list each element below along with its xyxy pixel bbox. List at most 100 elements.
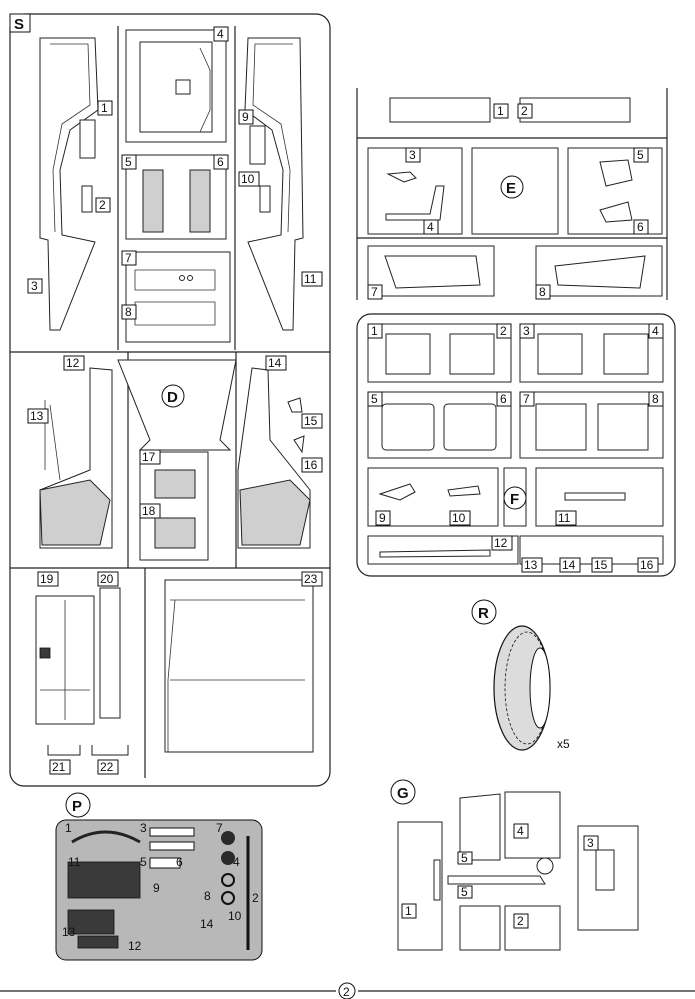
- svg-text:16: 16: [304, 458, 318, 472]
- svg-text:6: 6: [637, 220, 644, 234]
- svg-text:7: 7: [125, 251, 132, 265]
- svg-text:11: 11: [68, 855, 81, 869]
- svg-text:3: 3: [140, 821, 147, 835]
- lever-part: [385, 185, 445, 221]
- svg-text:1: 1: [371, 324, 378, 338]
- sprue-p-label: P: [72, 798, 82, 815]
- sprue-e-part-numbers: 1 2 3 4 5 6 7 8: [367, 103, 649, 300]
- sprue-r-label: R: [478, 605, 489, 622]
- svg-text:13: 13: [62, 925, 76, 939]
- svg-text:8: 8: [125, 305, 132, 319]
- svg-text:5: 5: [125, 155, 132, 169]
- svg-text:2: 2: [99, 198, 106, 212]
- svg-text:4: 4: [217, 27, 224, 41]
- sprue-f: F 1 2 3 4 5 6 7 8 9 10 11 12 13 14 15 16: [356, 313, 676, 577]
- svg-text:10: 10: [452, 511, 466, 525]
- sprue-e: E 1 2 3 4 5 6 7 8: [356, 88, 668, 300]
- svg-text:4: 4: [517, 824, 524, 838]
- sprue-f-label: F: [510, 491, 519, 508]
- svg-text:4: 4: [427, 220, 434, 234]
- svg-text:9: 9: [242, 110, 249, 124]
- svg-text:13: 13: [524, 558, 538, 572]
- svg-text:21: 21: [52, 760, 66, 774]
- svg-text:2: 2: [500, 324, 507, 338]
- tire-part-r: R x5: [471, 599, 570, 751]
- svg-text:5: 5: [140, 855, 147, 869]
- tire-quantity: x5: [557, 737, 570, 751]
- svg-text:18: 18: [142, 504, 156, 518]
- svg-text:14: 14: [200, 917, 214, 931]
- svg-text:3: 3: [523, 324, 530, 338]
- sprue-g-part-numbers: 1 2 3 4 5 5: [401, 823, 599, 929]
- page-number: 2: [343, 985, 350, 999]
- sprue-s-label: S: [14, 16, 24, 33]
- svg-text:5: 5: [637, 148, 644, 162]
- svg-text:16: 16: [640, 558, 654, 572]
- part-e1: [389, 97, 491, 123]
- svg-text:5: 5: [371, 392, 378, 406]
- door-glass-part: [459, 793, 501, 861]
- svg-text:7: 7: [371, 285, 378, 299]
- svg-text:8: 8: [204, 889, 211, 903]
- panel-part: [81, 185, 93, 213]
- svg-text:9: 9: [379, 511, 386, 525]
- svg-text:14: 14: [268, 356, 282, 370]
- svg-text:12: 12: [494, 536, 508, 550]
- panel-part: [259, 185, 271, 213]
- rail-part-20: [99, 587, 121, 719]
- sprue-s-label-box: [9, 13, 31, 33]
- svg-text:1: 1: [497, 104, 504, 118]
- part-e2: [519, 97, 631, 123]
- sprue-d-label: D: [167, 389, 178, 406]
- svg-text:5: 5: [461, 851, 468, 865]
- sprue-f-part-numbers: 1 2 3 4 5 6 7 8 9 10 11 12 13 14 15 16: [367, 323, 664, 573]
- clear-parts-sprue-g: G 1 2 3 4 5 5: [390, 779, 639, 951]
- svg-text:14: 14: [562, 558, 576, 572]
- svg-text:10: 10: [241, 172, 255, 186]
- panel-part: [249, 125, 266, 165]
- svg-text:4: 4: [652, 324, 659, 338]
- svg-text:6: 6: [217, 155, 224, 169]
- canopy-part-23: [164, 579, 314, 753]
- svg-text:3: 3: [31, 279, 38, 293]
- svg-text:23: 23: [304, 572, 318, 586]
- svg-text:5: 5: [461, 885, 468, 899]
- sprue-g-label: G: [397, 785, 409, 802]
- panel-7-8-part: [125, 251, 231, 343]
- seat-rails-part: [125, 154, 227, 240]
- svg-text:8: 8: [539, 285, 546, 299]
- svg-text:20: 20: [100, 572, 114, 586]
- svg-text:7: 7: [523, 392, 530, 406]
- svg-text:3: 3: [587, 836, 594, 850]
- svg-text:1: 1: [405, 904, 412, 918]
- svg-text:8: 8: [652, 392, 659, 406]
- svg-text:6: 6: [176, 855, 183, 869]
- svg-text:19: 19: [40, 572, 54, 586]
- svg-text:15: 15: [594, 558, 608, 572]
- svg-text:11: 11: [304, 272, 317, 286]
- svg-text:7: 7: [216, 821, 223, 835]
- svg-text:17: 17: [142, 450, 156, 464]
- sprue-s: S: [9, 13, 331, 787]
- panel-part: [79, 119, 96, 159]
- sprue-s-part-numbers: 1 2 3 4 5 6 7 8 9 10 11 12 13 14 15 16 1…: [27, 26, 323, 775]
- svg-text:1: 1: [101, 101, 108, 115]
- svg-text:2: 2: [252, 891, 259, 905]
- svg-text:3: 3: [409, 148, 416, 162]
- svg-text:11: 11: [558, 511, 571, 525]
- fender-right-part: [244, 37, 304, 331]
- svg-text:1: 1: [65, 821, 72, 835]
- svg-text:6: 6: [500, 392, 507, 406]
- sprue-p-part-numbers: 1 2 3 4 5 6 7 8 9 10 11 12 13 14: [62, 821, 259, 953]
- svg-text:2: 2: [521, 104, 528, 118]
- sprue-s-frame: [9, 13, 331, 787]
- svg-text:10: 10: [228, 909, 242, 923]
- svg-text:9: 9: [153, 881, 160, 895]
- svg-text:13: 13: [30, 409, 44, 423]
- svg-text:2: 2: [517, 914, 524, 928]
- fender-left-part: [39, 37, 99, 331]
- svg-text:12: 12: [128, 939, 142, 953]
- svg-text:22: 22: [100, 760, 114, 774]
- photo-etch-fret-p: P 1 2 3 4 5 6 7 8 9 10 11 12 13 14: [55, 792, 263, 961]
- svg-text:12: 12: [66, 356, 80, 370]
